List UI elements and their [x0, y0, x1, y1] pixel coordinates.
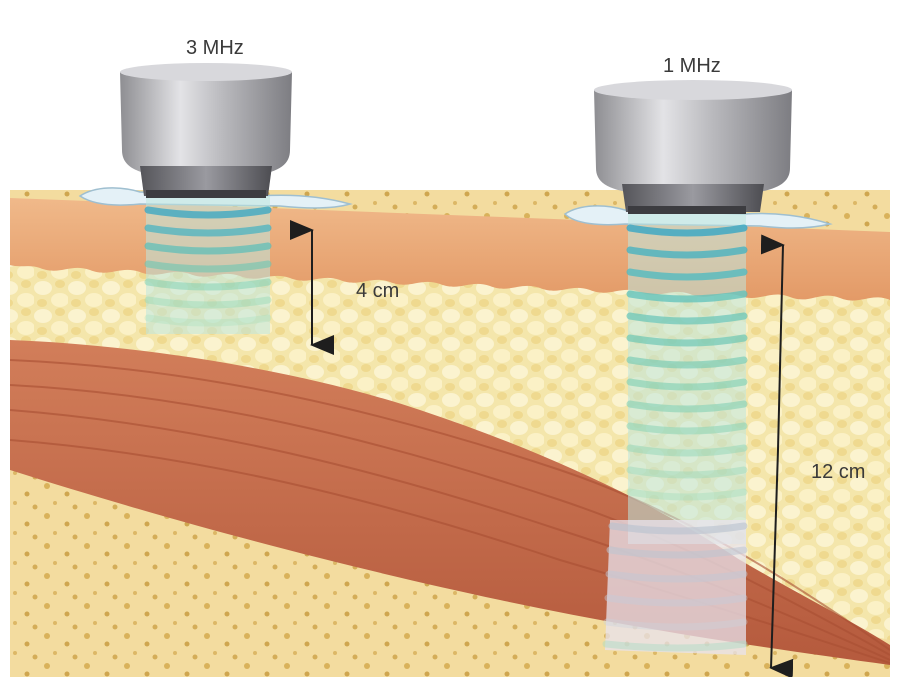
frequency-label-3mhz: 3 MHz — [186, 37, 244, 59]
transducer-1mhz — [594, 80, 792, 214]
frequency-label-1mhz: 1 MHz — [663, 55, 721, 77]
depth-label-4cm: 4 cm — [356, 280, 399, 302]
depth-label-12cm: 12 cm — [811, 461, 865, 483]
transducer-3mhz — [120, 63, 292, 198]
beam-3mhz — [146, 196, 270, 334]
